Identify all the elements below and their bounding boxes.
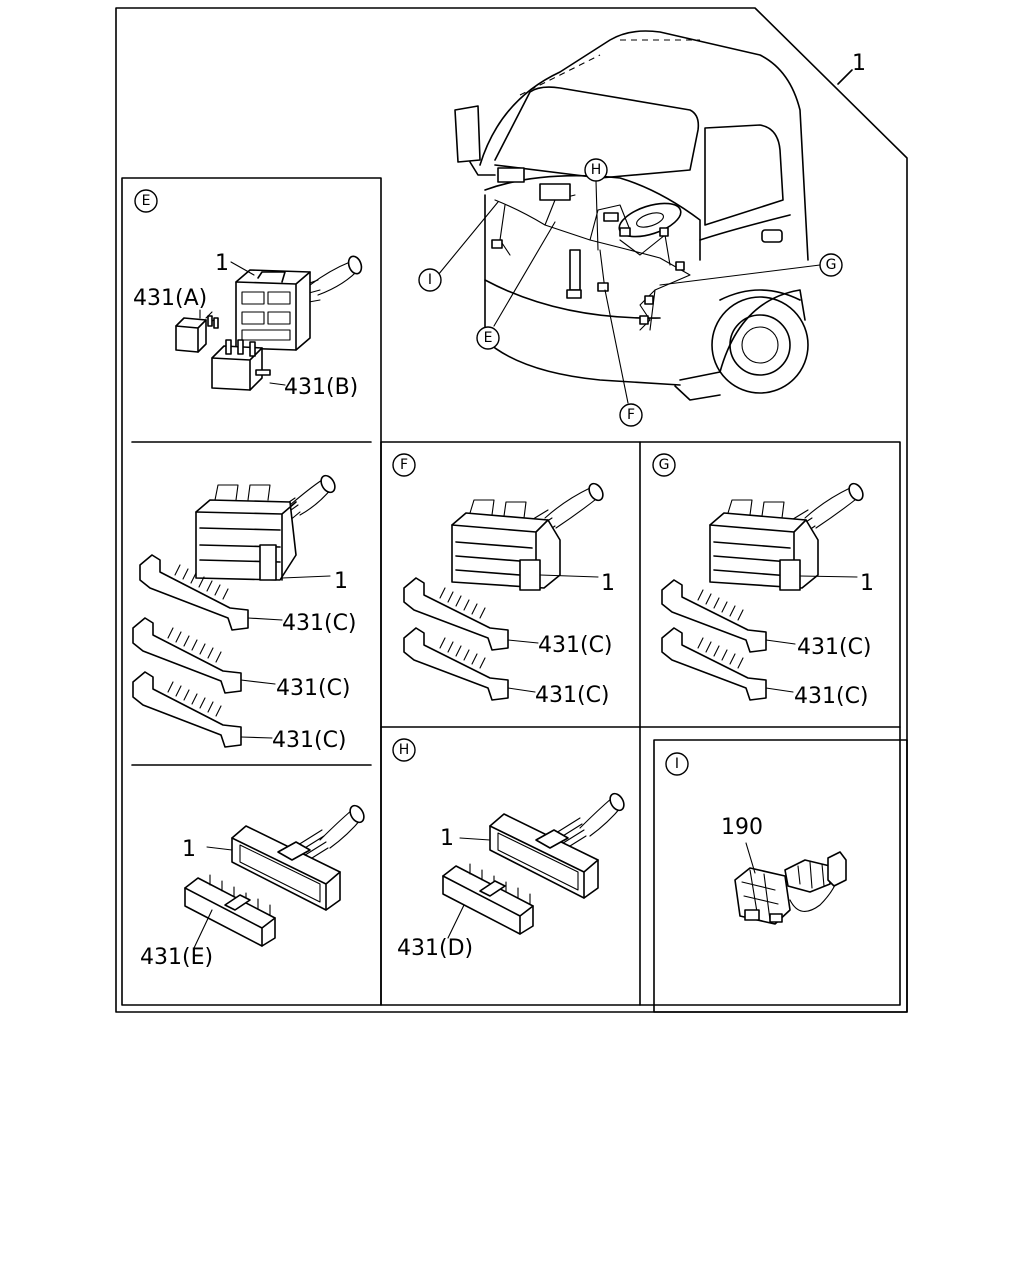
f-431c1-label: 431(C) xyxy=(538,633,613,658)
main-callout-leader xyxy=(837,69,853,85)
i-190-label: 190 xyxy=(721,815,763,840)
i-connector-190 xyxy=(734,851,847,925)
view-i-marker: I xyxy=(665,752,689,776)
e-relay-431b xyxy=(211,339,271,391)
f-431c2-label: 431(C) xyxy=(535,683,610,708)
e-mid-connector xyxy=(195,474,336,581)
view-f-marker: F xyxy=(392,453,416,477)
svg-text:I: I xyxy=(675,756,679,772)
e-terminal-c2 xyxy=(132,617,242,694)
g-conn-label: 1 xyxy=(860,571,874,596)
e-431e-label: 431(E) xyxy=(140,945,213,970)
f-connector xyxy=(451,482,604,591)
e-431a-label: 431(A) xyxy=(133,286,207,311)
svg-text:E: E xyxy=(142,193,151,209)
e-top-conn-label: 1 xyxy=(215,251,229,276)
h-431d-label: 431(D) xyxy=(397,936,473,961)
panel-i-frame xyxy=(653,739,908,1013)
truck-pointer-f: F xyxy=(604,289,643,427)
e-431b-label: 431(B) xyxy=(284,375,358,400)
g-terminal-c1 xyxy=(661,579,767,653)
h-connector xyxy=(489,792,625,899)
outer-frame xyxy=(115,7,908,1013)
e-top-connector xyxy=(235,255,363,351)
h-conn-label: 1 xyxy=(440,826,454,851)
f-terminal-c2 xyxy=(403,627,509,701)
g-431c2-label: 431(C) xyxy=(794,684,869,709)
e-431c2-label: 431(C) xyxy=(276,676,351,701)
svg-text:F: F xyxy=(400,457,408,473)
e-bottom-connector xyxy=(231,804,365,911)
g-connector xyxy=(709,482,864,591)
truck-pointer-e: E xyxy=(476,221,556,350)
svg-text:H: H xyxy=(399,742,410,758)
truck-cab-illustration xyxy=(454,30,809,401)
view-g-marker: G xyxy=(652,453,676,477)
e-header-431e xyxy=(184,874,276,947)
view-e-marker: E xyxy=(134,189,158,213)
svg-text:E: E xyxy=(484,330,493,346)
svg-text:G: G xyxy=(826,257,837,273)
f-terminal-c1 xyxy=(403,577,509,651)
e-terminal-c3 xyxy=(132,671,242,748)
svg-text:I: I xyxy=(428,272,432,288)
truck-pointer-g: G xyxy=(659,253,843,286)
f-conn-label: 1 xyxy=(601,571,615,596)
svg-text:F: F xyxy=(627,407,635,423)
truck-pointer-i: I xyxy=(418,201,499,292)
e-bottom-conn-label: 1 xyxy=(182,837,196,862)
svg-text:H: H xyxy=(591,162,602,178)
g-431c1-label: 431(C) xyxy=(797,635,872,660)
h-header-431d xyxy=(442,863,534,935)
g-terminal-c2 xyxy=(661,627,767,701)
main-callout-label: 1 xyxy=(852,51,866,76)
e-terminal-c1 xyxy=(139,554,249,631)
view-h-marker: H xyxy=(392,738,416,762)
e-relay-431a xyxy=(175,309,219,353)
svg-text:G: G xyxy=(659,457,670,473)
e-431c3-label: 431(C) xyxy=(272,728,347,753)
truck-pointer-h: H xyxy=(584,158,608,251)
e-431c1-label: 431(C) xyxy=(282,611,357,636)
e-mid-conn-label: 1 xyxy=(334,569,348,594)
